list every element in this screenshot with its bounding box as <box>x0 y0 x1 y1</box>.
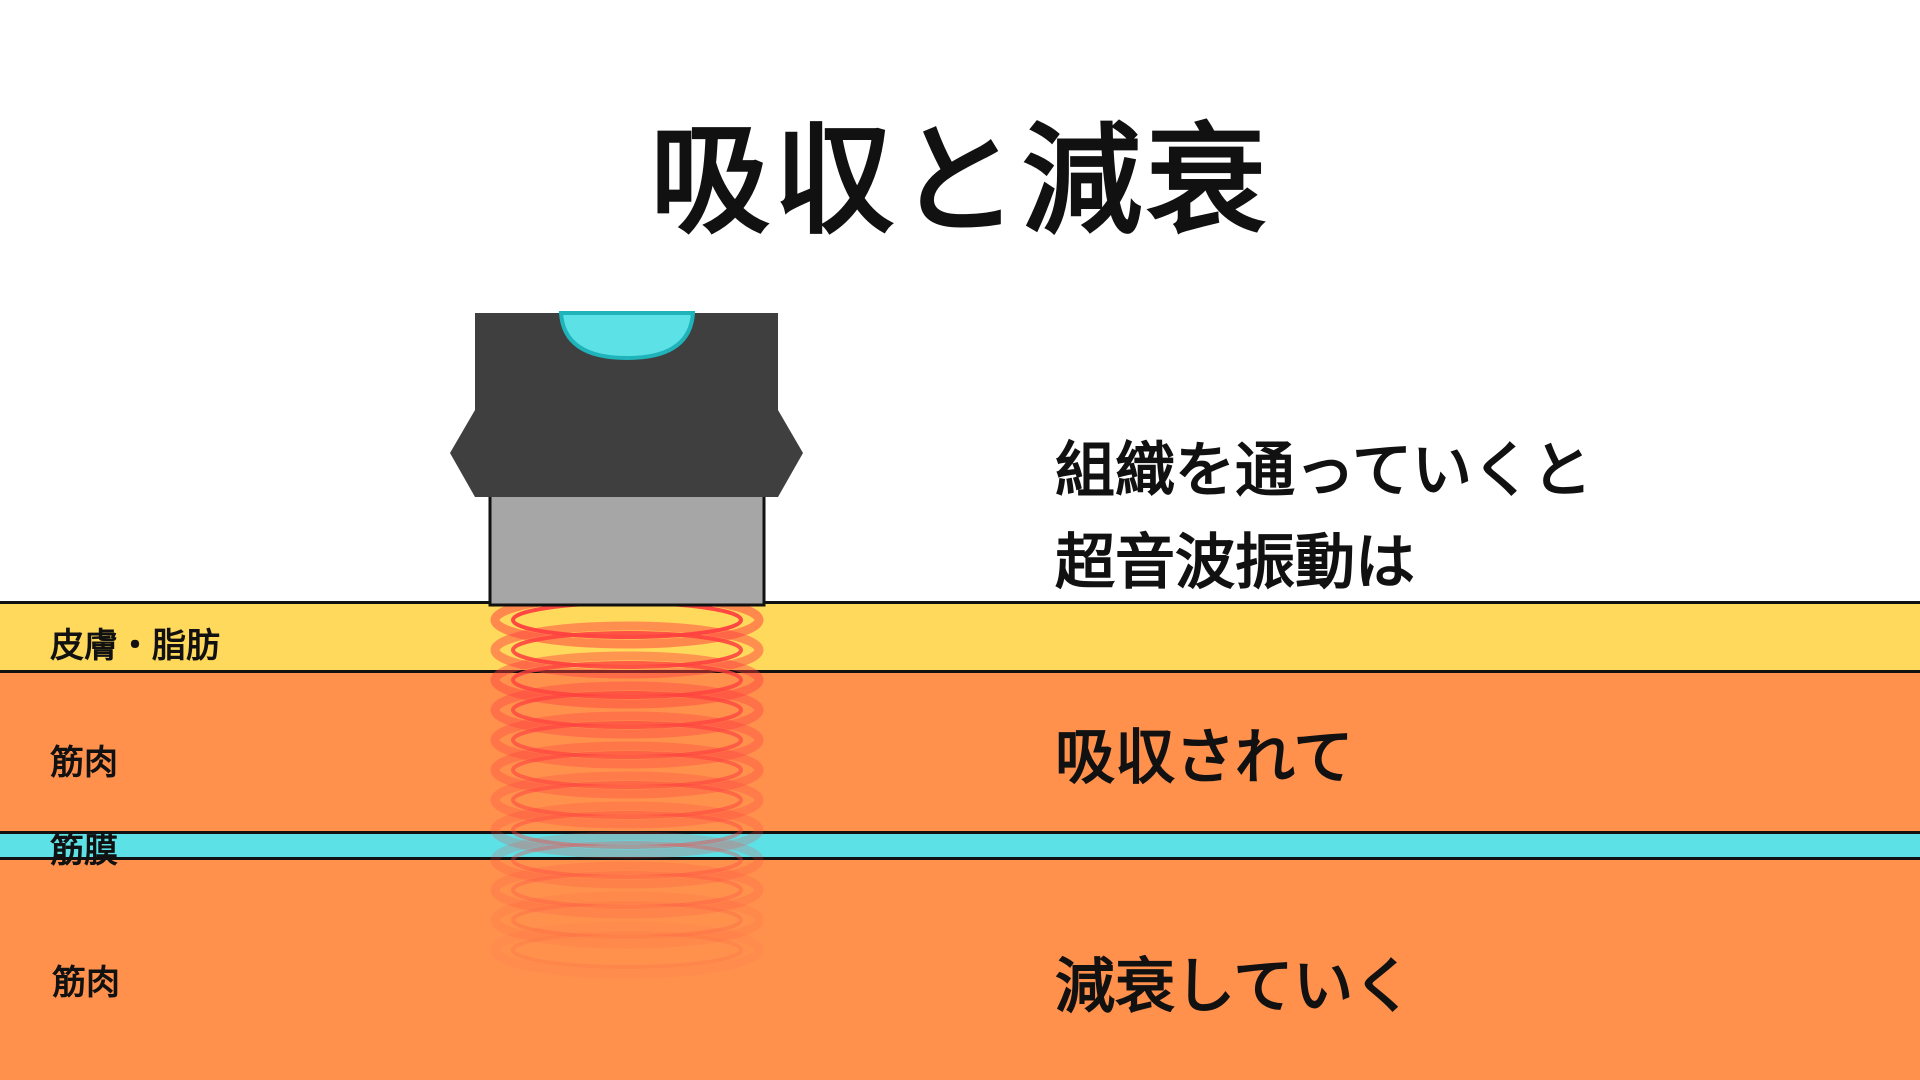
caption-line-2: 超音波振動は <box>1055 528 1415 598</box>
wave-ring <box>511 661 743 699</box>
wave-ring <box>511 871 743 909</box>
wave-ring <box>511 721 743 759</box>
wave-ring <box>511 691 743 729</box>
layer-label-skin-fat: 皮膚・脂肪 <box>50 626 220 666</box>
layer-fascia <box>0 831 1920 860</box>
wave-ring-halo <box>490 711 764 769</box>
wave-ring-halo <box>490 831 764 889</box>
wave-ring <box>511 901 743 939</box>
wave-ring-halo <box>490 651 764 709</box>
ultrasound-waves <box>490 591 764 979</box>
wave-ring <box>511 811 743 849</box>
caption-attenuated: 減衰していく <box>1055 952 1414 1022</box>
wave-ring <box>511 751 743 789</box>
layer-muscle-lower <box>0 860 1920 1080</box>
probe-head <box>488 493 766 607</box>
page-title: 吸収と減衰 <box>650 112 1270 251</box>
wave-ring-halo <box>490 891 764 949</box>
wave-ring <box>511 841 743 879</box>
wave-ring <box>511 781 743 819</box>
layer-label-muscle-upper: 筋肉 <box>50 743 118 783</box>
probe-indicator <box>558 311 696 361</box>
wave-ring <box>511 931 743 969</box>
layer-label-muscle-lower: 筋肉 <box>52 963 120 1003</box>
wave-ring-halo <box>490 861 764 919</box>
layer-muscle-upper <box>0 673 1920 832</box>
probe-body <box>450 313 803 497</box>
layer-skin-fat <box>0 601 1920 673</box>
layer-label-fascia: 筋膜 <box>50 831 118 871</box>
wave-ring-halo <box>490 741 764 799</box>
wave-ring-halo <box>490 621 764 679</box>
wave-ring-halo <box>490 921 764 979</box>
caption-line-1: 組織を通っていくと <box>1055 436 1592 506</box>
wave-ring-halo <box>490 681 764 739</box>
wave-ring-halo <box>490 771 764 829</box>
wave-ring-halo <box>490 801 764 859</box>
caption-absorbed: 吸収されて <box>1055 723 1354 793</box>
wave-ring <box>511 631 743 669</box>
